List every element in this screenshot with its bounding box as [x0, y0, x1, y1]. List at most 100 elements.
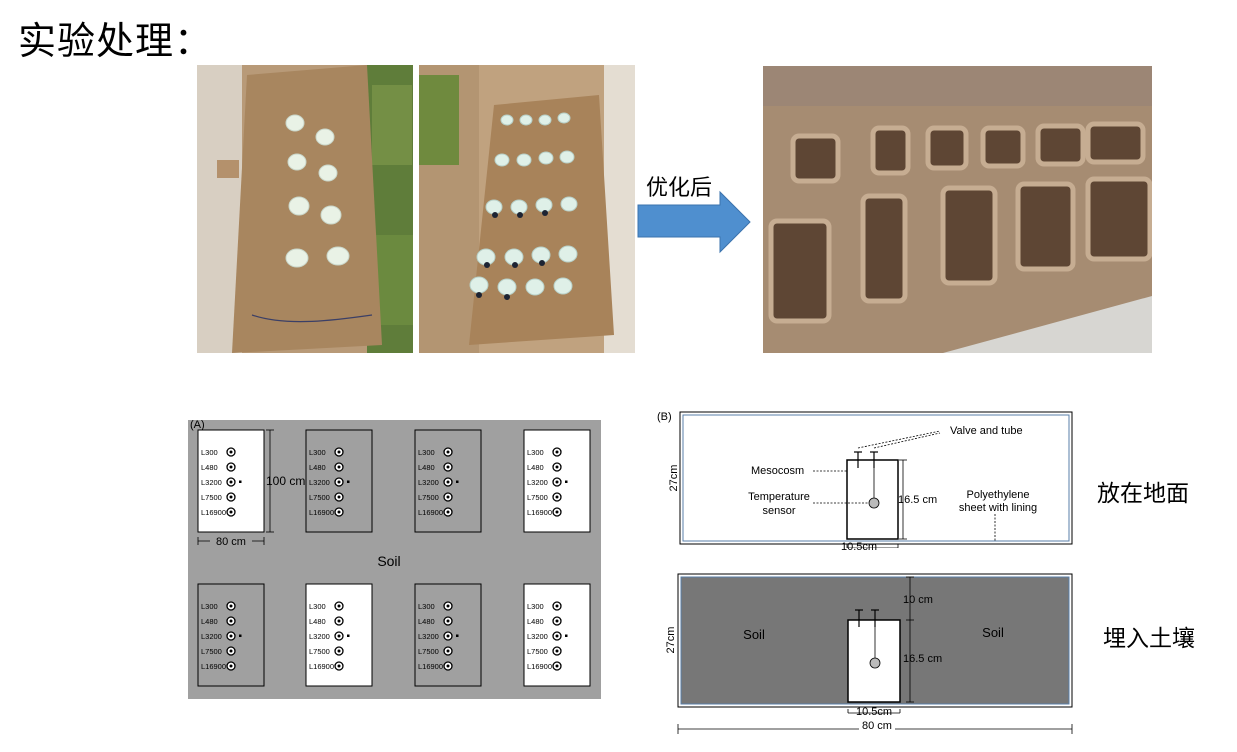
mesocosm-marker-dot [337, 465, 341, 469]
sensor-marker-icon [456, 634, 459, 637]
sensor-marker-icon [347, 634, 350, 637]
mesocosm-marker-dot [446, 480, 450, 484]
plot-row-label: L480 [527, 617, 544, 626]
plot-row-label: L300 [309, 602, 326, 611]
plot-row-label: L300 [309, 448, 326, 457]
plot-row-label: L7500 [309, 493, 330, 502]
total-width-label: 80 cm [859, 720, 895, 732]
mesocosm-marker-dot [555, 465, 559, 469]
temperature-sensor-label-1: Temperature [748, 491, 810, 503]
mesocosm-marker-dot [555, 450, 559, 454]
plot-row-label: L300 [418, 448, 435, 457]
field-photo-small-plot [197, 65, 413, 353]
page-title: 实验处理： [18, 19, 214, 63]
sensor-marker-icon [239, 634, 242, 637]
plot-height-label: 100 cm [266, 474, 305, 488]
mesocosm-width-label-bottom: 10.5cm [856, 706, 893, 718]
panel-tag-a: (A) [190, 419, 205, 431]
mesocosm-marker-dot [446, 450, 450, 454]
mesocosm-marker-dot [446, 634, 450, 638]
panel-tag-b: (B) [657, 411, 672, 423]
plot-row-label: L16900 [418, 662, 443, 671]
mesocosm-marker-dot [337, 495, 341, 499]
plot-row-label: L16900 [418, 508, 443, 517]
temperature-sensor-label-2: sensor [762, 505, 795, 517]
plot-row-label: L300 [201, 448, 218, 457]
mesocosm-marker-dot [446, 510, 450, 514]
mesocosm-marker-dot [446, 495, 450, 499]
mesocosm-marker-dot [446, 465, 450, 469]
mesocosm-marker-dot [446, 649, 450, 653]
mesocosm-marker-dot [555, 510, 559, 514]
buried-height-label: 16.5 cm [903, 653, 942, 665]
top-gap-label: 10 cm [903, 594, 933, 606]
sensor-marker-icon [456, 480, 459, 483]
mesocosm-marker-dot [229, 604, 233, 608]
plot-row-label: L300 [527, 602, 544, 611]
mesocosm-marker-dot [337, 480, 341, 484]
plot-row-label: L7500 [309, 647, 330, 656]
plot-row-label: L480 [418, 463, 435, 472]
right-arrow-icon [636, 165, 754, 255]
buried-treatment-label: 埋入土壤 [1103, 626, 1195, 652]
mesocosm-marker-dot [229, 480, 233, 484]
mesocosm-marker-dot [337, 619, 341, 623]
mesocosm-width-label-top: 10.5cm [841, 541, 878, 553]
plot-row-label: L480 [309, 463, 326, 472]
plot-row-label: L480 [309, 617, 326, 626]
plot-row-label: L16900 [309, 508, 334, 517]
plot-row-label: L3200 [309, 632, 330, 641]
sensor-marker-icon [565, 634, 568, 637]
plot-row-label: L7500 [201, 647, 222, 656]
mesocosm-marker-dot [229, 619, 233, 623]
plot-row-label: L300 [418, 602, 435, 611]
mesocosm-marker-dot [337, 664, 341, 668]
mesocosm-marker-dot [446, 664, 450, 668]
plot-row-label: L16900 [201, 662, 226, 671]
soil-label: Soil [377, 553, 400, 569]
mesocosm-marker-dot [446, 619, 450, 623]
plot-row-label: L16900 [527, 508, 552, 517]
sensor-marker-icon [565, 480, 568, 483]
soil-right-label: Soil [982, 625, 1004, 640]
mesocosm-marker-dot [229, 664, 233, 668]
plot-row-label: L7500 [201, 493, 222, 502]
mesocosm-buried-diagram: Soil Soil 10 cm 16.5 cm 27cm [660, 570, 1075, 745]
plot-row-label: L16900 [201, 508, 226, 517]
plot-row-label: L7500 [527, 493, 548, 502]
mesocosm-marker-dot [555, 495, 559, 499]
plot-row-label: L300 [527, 448, 544, 457]
plot-row-label: L3200 [527, 478, 548, 487]
plot-row-label: L3200 [201, 478, 222, 487]
mesocosm-marker-dot [229, 510, 233, 514]
mesocosm-marker-dot [555, 634, 559, 638]
plot-row-label: L480 [527, 463, 544, 472]
mesocosm-marker-dot [555, 480, 559, 484]
mesocosm-marker-dot [555, 619, 559, 623]
plot-row-label: L3200 [418, 478, 439, 487]
depth-label-bottom: 27cm [665, 627, 677, 654]
polyethylene-label-1: Polyethylene [967, 489, 1030, 501]
mesocosm-marker-dot [337, 604, 341, 608]
plot-row-label: L3200 [527, 632, 548, 641]
arrow-label: 优化后 [646, 176, 713, 201]
soil-left-label: Soil [743, 627, 765, 642]
field-photo-large-plot [419, 65, 635, 353]
plot-row-label: L300 [201, 602, 218, 611]
field-photo-optimized-trenches [763, 66, 1152, 353]
plot-row-label: L480 [201, 617, 218, 626]
valve-tube-label: Valve and tube [950, 425, 1023, 437]
mesocosm-marker-dot [555, 604, 559, 608]
mesocosm-marker-dot [229, 465, 233, 469]
plot-row-label: L480 [201, 463, 218, 472]
plot-row-label: L7500 [527, 647, 548, 656]
mesocosm-marker-dot [337, 634, 341, 638]
mesocosm-marker-dot [229, 450, 233, 454]
buried-sensor-icon [869, 657, 881, 669]
plot-row-label: L3200 [309, 478, 330, 487]
mesocosm-marker-dot [446, 604, 450, 608]
temperature-sensor-icon [868, 497, 880, 509]
plot-row-label: L16900 [309, 662, 334, 671]
sensor-marker-icon [347, 480, 350, 483]
plot-row-label: L480 [418, 617, 435, 626]
